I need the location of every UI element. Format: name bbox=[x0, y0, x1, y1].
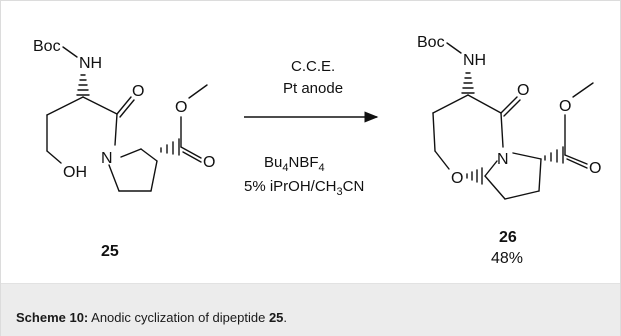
caption-compound: 25 bbox=[268, 310, 284, 325]
reactant-oh-label: OH bbox=[63, 164, 87, 181]
reactant-n-label: N bbox=[101, 150, 113, 167]
caption-end: . bbox=[283, 310, 288, 325]
product-keto-o-label: O bbox=[517, 82, 529, 99]
reactant-ester-o2-label: O bbox=[203, 154, 215, 171]
product-ester-hashed-bond bbox=[544, 146, 564, 164]
caption-bar: Scheme 10: Anodic cyclization of dipepti… bbox=[1, 283, 620, 336]
product-n-label: N bbox=[497, 151, 509, 168]
condition-cce: C.C.E. bbox=[291, 58, 335, 75]
reactant-boc-label: Boc bbox=[33, 38, 61, 55]
reactant-ester-hashed-bond bbox=[160, 138, 180, 156]
reactant-ester-o1-label: O bbox=[175, 99, 187, 116]
product-boc-label: Boc bbox=[417, 34, 445, 51]
reactant-nh-label: NH bbox=[79, 55, 102, 72]
condition-solvent: 5% iPrOH/CH3CN bbox=[244, 178, 364, 198]
product-ring-o-label: O bbox=[451, 170, 463, 187]
product-nh-label: NH bbox=[463, 52, 486, 69]
reaction-scheme-drawing: Boc NH O N bbox=[33, 34, 601, 267]
condition-pt-anode: Pt anode bbox=[283, 80, 343, 97]
reactant-number: 25 bbox=[101, 243, 119, 260]
product-ester-o1-label: O bbox=[559, 98, 571, 115]
caption-label: Scheme 10: bbox=[16, 310, 89, 325]
product-ester-o2-label: O bbox=[589, 160, 601, 177]
product-structure: Boc NH O N bbox=[417, 34, 601, 200]
product-hashed-bond bbox=[461, 72, 475, 94]
reaction-scheme: Boc NH O N bbox=[1, 1, 620, 281]
reactant-hashed-bond bbox=[76, 74, 90, 96]
reactant-keto-o-label: O bbox=[132, 83, 144, 100]
product-number: 26 bbox=[499, 229, 517, 246]
caption-text: Anodic cyclization of dipeptide bbox=[88, 310, 269, 325]
reactant-structure: Boc NH O N bbox=[33, 38, 215, 192]
product-yield: 48% bbox=[491, 250, 523, 267]
product-ring-hashed-bond bbox=[466, 167, 483, 185]
figure-caption: Scheme 10: Anodic cyclization of dipepti… bbox=[16, 310, 287, 325]
condition-electrolyte: Bu4NBF4 bbox=[264, 154, 325, 174]
